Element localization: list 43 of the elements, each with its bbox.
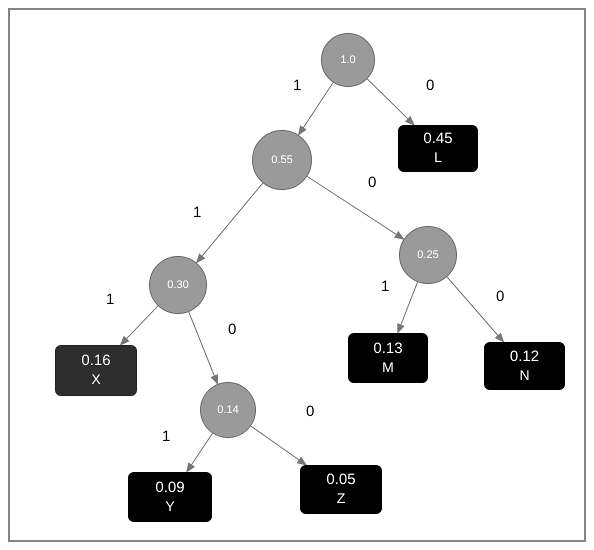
node-value: 0.30 — [167, 278, 189, 293]
edge-label: 0 — [227, 322, 238, 337]
leaf-value: 0.13 — [373, 340, 403, 359]
edge-label: 0 — [367, 175, 378, 190]
leaf-box — [348, 333, 428, 383]
node-value: 1.0 — [340, 52, 356, 68]
edge-label: 1 — [105, 292, 116, 307]
arrow — [446, 276, 504, 343]
leaf-box — [300, 465, 382, 514]
leaf-symbol: N — [519, 366, 530, 384]
arrow — [397, 282, 418, 334]
arrow — [366, 78, 415, 126]
arrow — [186, 432, 213, 473]
leaf-value: 0.16 — [81, 352, 111, 372]
node-value: 0.55 — [271, 152, 293, 168]
leaf-box — [128, 472, 212, 522]
leaf-symbol: M — [382, 358, 394, 376]
leaf-symbol: Y — [165, 498, 175, 516]
edge-label: 0 — [425, 78, 436, 93]
edge-label: 0 — [305, 404, 316, 419]
arrow — [120, 305, 158, 346]
arrow — [298, 82, 334, 136]
arrow — [250, 426, 307, 466]
node-value: 0.25 — [417, 248, 439, 263]
edge-label: 1 — [292, 78, 302, 93]
arrow — [196, 182, 264, 264]
leaf-value: 0.12 — [510, 348, 540, 367]
edge-label: 1 — [161, 429, 172, 444]
arrow — [188, 311, 218, 385]
node-value: 0.14 — [217, 402, 239, 418]
leaf-box — [484, 342, 565, 390]
leaf-value: 0.45 — [423, 130, 453, 150]
leaf-symbol: L — [434, 149, 442, 167]
leaf-value: 0.05 — [326, 471, 356, 490]
leaf-symbol: Z — [336, 490, 346, 508]
arrow — [306, 176, 405, 240]
edge-label: 0 — [495, 289, 506, 304]
edge-label: 1 — [380, 279, 390, 294]
leaf-box — [398, 125, 478, 172]
leaf-value: 0.09 — [155, 478, 185, 498]
edge-label: 1 — [192, 205, 202, 220]
leaf-symbol: X — [91, 371, 101, 389]
leaf-box — [55, 345, 137, 396]
